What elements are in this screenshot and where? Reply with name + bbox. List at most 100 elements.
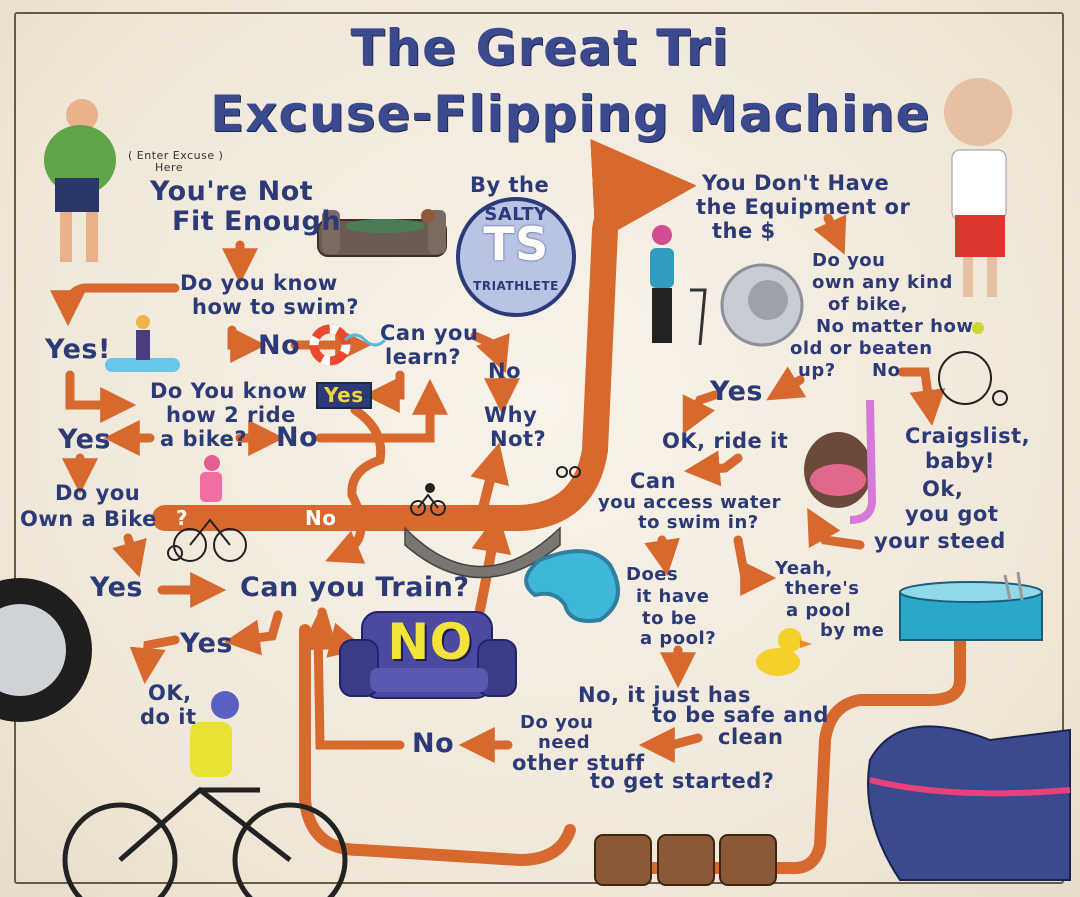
water-line-3: to swim in? [638, 512, 759, 533]
right-pipe [594, 634, 966, 875]
arrow-yes-ride [682, 390, 720, 435]
safe-line-2: to be safe and [652, 703, 829, 727]
gear-line-1: You Don't Have [702, 171, 890, 195]
arrow-train-no [317, 607, 366, 658]
arrow-ride-water [683, 450, 743, 487]
arrow-yes-to-bike [65, 370, 137, 423]
page-frame [14, 12, 1064, 884]
training-bike-icon [167, 455, 247, 562]
pool-question-3: to be [642, 608, 697, 629]
bike-question-3: a bike? [160, 427, 248, 451]
title-line-1: The Great Tri [350, 19, 730, 77]
arrow-water-pool [644, 535, 680, 577]
arrow-no-up [315, 378, 448, 443]
craigslist-2: baby! [925, 449, 996, 473]
craigslist-4: you got [905, 502, 999, 526]
arrow-steed-water [807, 507, 865, 550]
pool-icon [524, 549, 620, 623]
craigslist-1: Craigslist, [905, 424, 1031, 448]
train-question: Can you Train? [240, 572, 470, 603]
any-bike-5: old or beaten [790, 338, 933, 359]
no-swim: No [258, 330, 301, 361]
any-bike-4: No matter how [816, 316, 974, 337]
gear-line-2: the Equipment or [696, 195, 911, 219]
arrow-learn-no [470, 331, 510, 374]
pool-yes-3: a pool [786, 600, 852, 621]
stuff-line-3: other stuff [512, 751, 645, 775]
bike-no: No [276, 422, 319, 453]
pool-question-2: it have [636, 586, 710, 607]
pool-yes-2: there's [785, 578, 860, 599]
stuff-line-4: to get started? [590, 769, 775, 793]
own-bike-yes: Yes [90, 572, 143, 603]
why-line-2: Not? [490, 427, 547, 451]
own-bike-q: ? [176, 506, 189, 530]
pool-yes-4: by me [820, 620, 885, 641]
learn-question-1: Can you [380, 321, 479, 345]
arrow-own-yes [112, 533, 147, 578]
arrow-to-no [227, 325, 267, 363]
swimmer-icon [105, 315, 180, 372]
safe-line-3: clean [718, 725, 784, 749]
ride-it: OK, ride it [662, 429, 789, 453]
penny-farthing-icon [938, 322, 1008, 406]
arrow-water-yeah [733, 535, 777, 596]
arrow-gear [813, 213, 847, 255]
main-pipe [152, 138, 697, 531]
swim-question-2: how to swim? [192, 295, 360, 319]
bike-question-2: how 2 ride [166, 403, 296, 427]
any-bike-yes: Yes [710, 376, 763, 407]
logo-badge [456, 197, 576, 317]
ok-do-1: OK, [148, 681, 192, 705]
water-line-2: you access water [598, 492, 782, 513]
pool-question-1: Does [626, 564, 679, 585]
barrel-icon [594, 834, 777, 886]
pool-yes-1: Yeah, [775, 558, 833, 579]
no-couch-icon [339, 611, 517, 699]
loop-pipe [299, 624, 576, 867]
arrow-any-yes [766, 366, 807, 401]
not-fit-line-1: You're Not [150, 176, 314, 207]
arrow-yes-ok [129, 635, 180, 685]
learn-yes: Yes [316, 382, 372, 409]
not-fit-line-2: Fit Enough [172, 206, 341, 237]
arrow-safe-stuff [638, 727, 703, 763]
shoe-stripe [869, 777, 1071, 797]
stuff-line-1: Do you [520, 712, 594, 733]
arrow-no-back [300, 613, 405, 750]
arrow-learn-yes [363, 370, 405, 413]
arrow-any-no [897, 367, 946, 427]
learn-question-2: learn? [385, 345, 462, 369]
bike-question-1: Do You know [150, 379, 308, 403]
water-line-1: Can [630, 469, 677, 493]
above-ground-pool-icon [899, 571, 1043, 641]
stuff-line-2: need [538, 732, 591, 753]
logo-top: SALTY [484, 204, 548, 225]
tire-icon [0, 578, 92, 722]
safe-line-1: No, it just has [578, 683, 751, 707]
own-bike-no: No [305, 506, 337, 530]
bridge-icon [404, 526, 561, 579]
shoe-icon [867, 725, 1071, 881]
why-arrow [470, 442, 510, 522]
coin-icon [720, 263, 804, 347]
title-line-2: Excuse-Flipping Machine [210, 85, 931, 143]
pump-woman-icon [650, 225, 707, 346]
why-line-1: Why [484, 403, 538, 427]
lifebuoy-icon [309, 324, 387, 366]
duck-icon [756, 628, 812, 676]
any-bike-6: up? [798, 360, 836, 381]
bike-yes: Yes [58, 424, 111, 455]
pool-question-4: a pool? [640, 628, 717, 649]
ok-do-2: do it [140, 705, 197, 729]
couch-no: NO [387, 613, 473, 671]
train-yes: Yes [180, 628, 233, 659]
logo-monogram: TS [483, 217, 549, 271]
any-bike-3: of bike, [828, 294, 909, 315]
swim-question-1: Do you know [180, 271, 338, 295]
logo-bottom: TRIATHLETE [473, 279, 559, 293]
arrow-train-yes [223, 610, 283, 656]
small-bike-icon [410, 466, 581, 516]
